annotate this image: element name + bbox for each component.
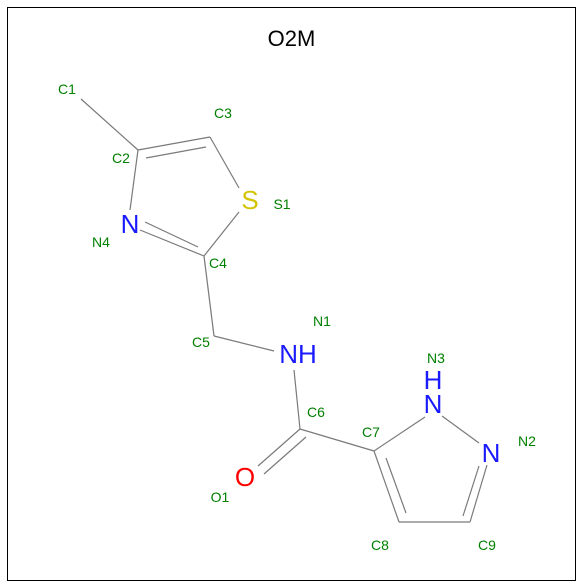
bond-c4-n4	[139, 229, 205, 257]
bond-c8-c7-inner	[385, 457, 407, 514]
atom-symbol-n3: N	[424, 389, 443, 419]
bond-c3-s1	[209, 136, 240, 189]
atom-label-o1: O1	[211, 489, 230, 505]
bond-n1-c6	[293, 369, 301, 430]
bond-c2-c3-inner	[145, 146, 207, 159]
atom-symbol-n3-h: H	[424, 365, 443, 395]
atom-symbol-s1: S	[241, 185, 258, 215]
atom-symbol-o1: O	[235, 462, 255, 492]
bond-c1-c2	[80, 98, 139, 151]
atom-label-n4: N4	[92, 234, 110, 250]
atom-label-c8: C8	[371, 537, 389, 553]
atom-symbol-n1: NH	[279, 339, 317, 369]
atom-symbol-n2: N	[482, 438, 501, 468]
bond-c6-c7	[299, 428, 375, 452]
bond-c4-c5	[203, 255, 215, 337]
atom-label-c1: C1	[58, 81, 76, 97]
atom-label-c9: C9	[478, 537, 496, 553]
bond-c6-o1-inner	[263, 436, 307, 475]
bond-n4-c2	[129, 149, 139, 211]
atom-label-c4: C4	[209, 255, 227, 271]
bond-n3-n2	[441, 415, 480, 444]
bonds	[80, 98, 488, 523]
bond-c8-c7	[373, 450, 400, 523]
bond-n2-c9	[469, 464, 488, 523]
atom-symbol-n4: N	[121, 209, 140, 239]
atom-label-n3: N3	[427, 350, 445, 366]
atom-label-c5: C5	[192, 334, 210, 350]
atom-label-s1: S1	[273, 196, 290, 212]
bond-n2-c9-inner	[462, 465, 480, 517]
bond-c2-c3	[137, 136, 211, 151]
atom-label-c7: C7	[362, 424, 380, 440]
bond-c7-n3	[373, 416, 426, 452]
bond-c4-n4-inner	[144, 221, 199, 248]
bond-c6-o1	[257, 428, 301, 467]
molecule-title: O2M	[267, 26, 316, 51]
atom-labels: C1 C3 C2 S1 N4 C4 N1 C5 N3 C6 C7 N2 O1 C…	[58, 81, 536, 553]
bond-s1-c4	[203, 211, 240, 257]
atom-label-c2: C2	[112, 150, 130, 166]
atom-label-c6: C6	[307, 404, 325, 420]
atom-label-n1: N1	[313, 313, 331, 329]
bond-c5-n1	[213, 335, 275, 352]
atom-label-n2: N2	[518, 433, 536, 449]
atom-label-c3: C3	[214, 105, 232, 121]
